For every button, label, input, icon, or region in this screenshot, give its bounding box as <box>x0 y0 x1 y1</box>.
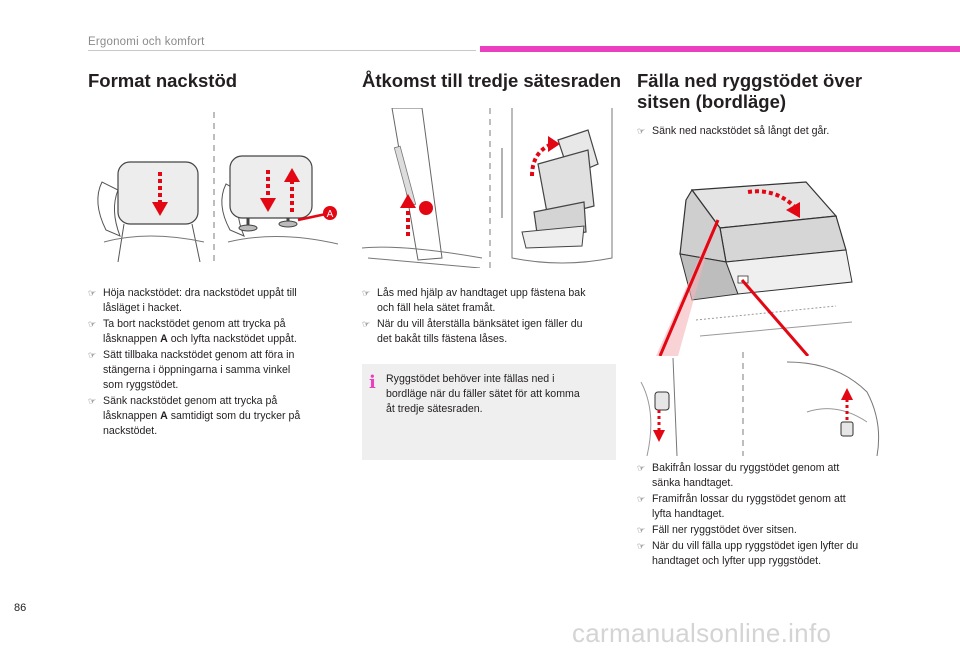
info-note: i Ryggstödet behöver inte fällas ned i b… <box>362 364 616 460</box>
title-falla-ned: Fälla ned ryggstödet över sitsen (bordlä… <box>637 70 863 112</box>
table-mode-illustration <box>656 181 853 356</box>
list-item: ☞Sänk ned nackstödet så långt det går. <box>637 125 830 137</box>
headrest-illustration: A <box>97 112 339 262</box>
pointing-finger-icon: ☞ <box>88 396 97 406</box>
pointing-finger-icon: ☞ <box>362 288 371 298</box>
pointing-finger-icon: ☞ <box>362 319 371 329</box>
steps-column-2: ☞Lås med hjälp av handtaget upp fästena … <box>362 286 618 348</box>
pointing-finger-icon: ☞ <box>637 525 646 535</box>
list-item: ☞Fäll ner ryggstödet över sitsen. <box>637 524 797 536</box>
dotted-red-arrow-icon <box>530 136 560 177</box>
steps-column-1: ☞Höja nackstödet: dra nackstödet uppåt t… <box>88 286 338 440</box>
pointing-finger-icon: ☞ <box>637 126 646 136</box>
steps-column-3: ☞Bakifrån lossar du ryggstödet genom att… <box>637 461 899 570</box>
dotted-red-arrow-icon <box>653 410 665 442</box>
callout-label: A <box>327 209 334 220</box>
handle-illustration <box>640 352 880 456</box>
dotted-red-arrow-icon <box>152 172 168 216</box>
seat-fold-illustration <box>362 108 613 268</box>
title-atkomst: Åtkomst till tredje sätesraden <box>362 70 622 91</box>
list-item: ☞Bakifrån lossar du ryggstödet genom att… <box>637 462 840 489</box>
pointing-finger-icon: ☞ <box>637 541 646 551</box>
pointing-finger-icon: ☞ <box>88 350 97 360</box>
title-format-nackstod: Format nackstöd <box>88 70 238 91</box>
list-item: ☞När du vill fälla upp ryggstödet igen l… <box>637 540 859 567</box>
pointing-finger-icon: ☞ <box>637 463 646 473</box>
dotted-red-arrow-icon <box>260 170 276 212</box>
dotted-red-arrow-icon <box>284 168 300 212</box>
header-rule <box>88 50 476 51</box>
dotted-red-arrow-icon <box>400 194 416 236</box>
info-icon: i <box>369 372 376 393</box>
dotted-red-arrow-icon <box>841 388 853 420</box>
pointing-finger-icon: ☞ <box>88 319 97 329</box>
intro-column-3: ☞Sänk ned nackstödet så långt det går. <box>637 124 897 140</box>
list-item: ☞Framifrån lossar du ryggstödet genom at… <box>637 493 846 520</box>
info-note-text: Ryggstödet behöver inte fällas ned i bor… <box>386 373 580 415</box>
pointing-finger-icon: ☞ <box>637 494 646 504</box>
dotted-red-arrow-icon <box>747 189 800 218</box>
list-item: ☞Sätt tillbaka nackstödet genom att föra… <box>88 349 295 391</box>
list-item: ☞Höja nackstödet: dra nackstödet uppåt t… <box>88 287 297 314</box>
section-label: Ergonomi och komfort <box>88 36 205 48</box>
watermark: carmanualsonline.info <box>572 618 832 648</box>
list-item: ☞När du vill återställa bänksätet igen f… <box>362 318 583 345</box>
list-item: ☞Lås med hjälp av handtaget upp fästena … <box>362 287 586 314</box>
page-number: 86 <box>14 602 27 614</box>
pointing-finger-icon: ☞ <box>88 288 97 298</box>
header-accent-bar <box>480 46 960 52</box>
